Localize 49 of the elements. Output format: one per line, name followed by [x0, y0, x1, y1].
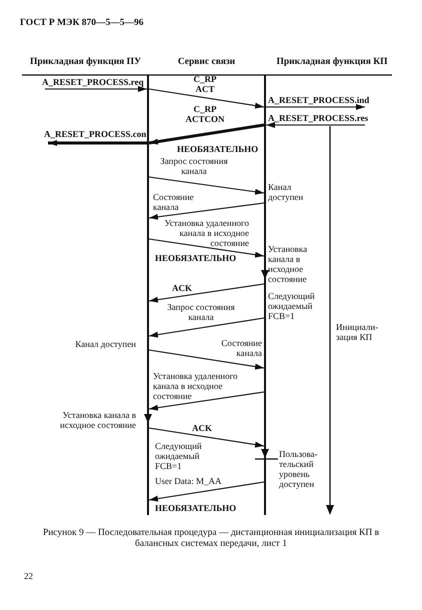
column-heading: Сервис связи — [176, 57, 236, 67]
message-arrow — [148, 88, 264, 109]
column-heading: Прикладная функция КП — [275, 57, 389, 67]
note-text: Установка канала в исходное состояние — [268, 244, 308, 284]
note-text: Инициали- зация КП — [336, 322, 380, 342]
optional-note: НЕОБЯЗАТЕЛЬНО — [155, 503, 238, 513]
edge-label: Установка удаленного канала в исходное состояние — [163, 218, 249, 248]
message-arrow — [148, 317, 264, 338]
edge-label: Запрос состояния канала — [166, 302, 236, 322]
figure-caption: Рисунок 9 — Последовательная процедура — дистанционная инициализация КП в балансных системах передачи, лист 1 — [42, 528, 380, 550]
edge-label: C_RP ACTCON — [184, 104, 226, 124]
message-arrow — [148, 202, 264, 220]
message-arrow — [266, 104, 365, 110]
message-arrow — [45, 86, 147, 92]
message-arrow — [266, 122, 365, 128]
message-arrow — [148, 349, 264, 370]
message-arrow — [148, 481, 264, 502]
edge-label: Состояние канала — [220, 338, 262, 358]
note-text: Канал доступен — [74, 339, 136, 349]
message-arrow — [148, 238, 264, 258]
lifeline — [147, 75, 149, 515]
message-arrow — [148, 176, 264, 195]
message-arrow — [148, 427, 264, 448]
note-text: Установка канала в исходное состояние — [59, 410, 136, 430]
edge-label: Установка удаленного канала в исходное состояние — [153, 371, 239, 401]
note-text: Следующий ожидаемый FCB=1 — [155, 441, 203, 471]
message-arrow — [148, 391, 264, 411]
column-heading: Прикладная функция ПУ — [28, 57, 142, 67]
lifeline — [264, 75, 266, 515]
edge-label: A_RESET_PROCESS.ind — [268, 95, 368, 105]
optional-note: НЕОБЯЗАТЕЛЬНО — [155, 253, 238, 263]
optional-note: НЕОБЯЗАТЕЛЬНО — [177, 144, 260, 154]
edge-label: A_RESET_PROCESS.con — [44, 129, 144, 139]
edge-label: A_RESET_PROCESS.res — [268, 113, 368, 123]
edge-label: Запрос состояния канала — [159, 156, 229, 176]
page-number: 22 — [24, 571, 34, 581]
edge-label: Состояние канала — [153, 192, 195, 212]
edge-label: A_RESET_PROCESS.req — [42, 77, 142, 87]
edge-label: ACK — [172, 283, 193, 293]
message-arrow — [48, 140, 147, 146]
note-text: Пользова- тельский уровень доступен — [279, 449, 319, 489]
page-header: ГОСТ Р МЭК 870—5—5—96 — [20, 18, 144, 28]
edge-label: ACK — [192, 423, 213, 433]
message-arrow — [148, 124, 264, 145]
edge-label: User Data: M_AA — [155, 476, 222, 486]
message-arrow — [148, 283, 264, 303]
note-text: Следующий ожидаемый FCB=1 — [268, 291, 316, 321]
edge-label: C_RP ACT — [192, 74, 218, 94]
note-text: Канал доступен — [268, 182, 304, 202]
